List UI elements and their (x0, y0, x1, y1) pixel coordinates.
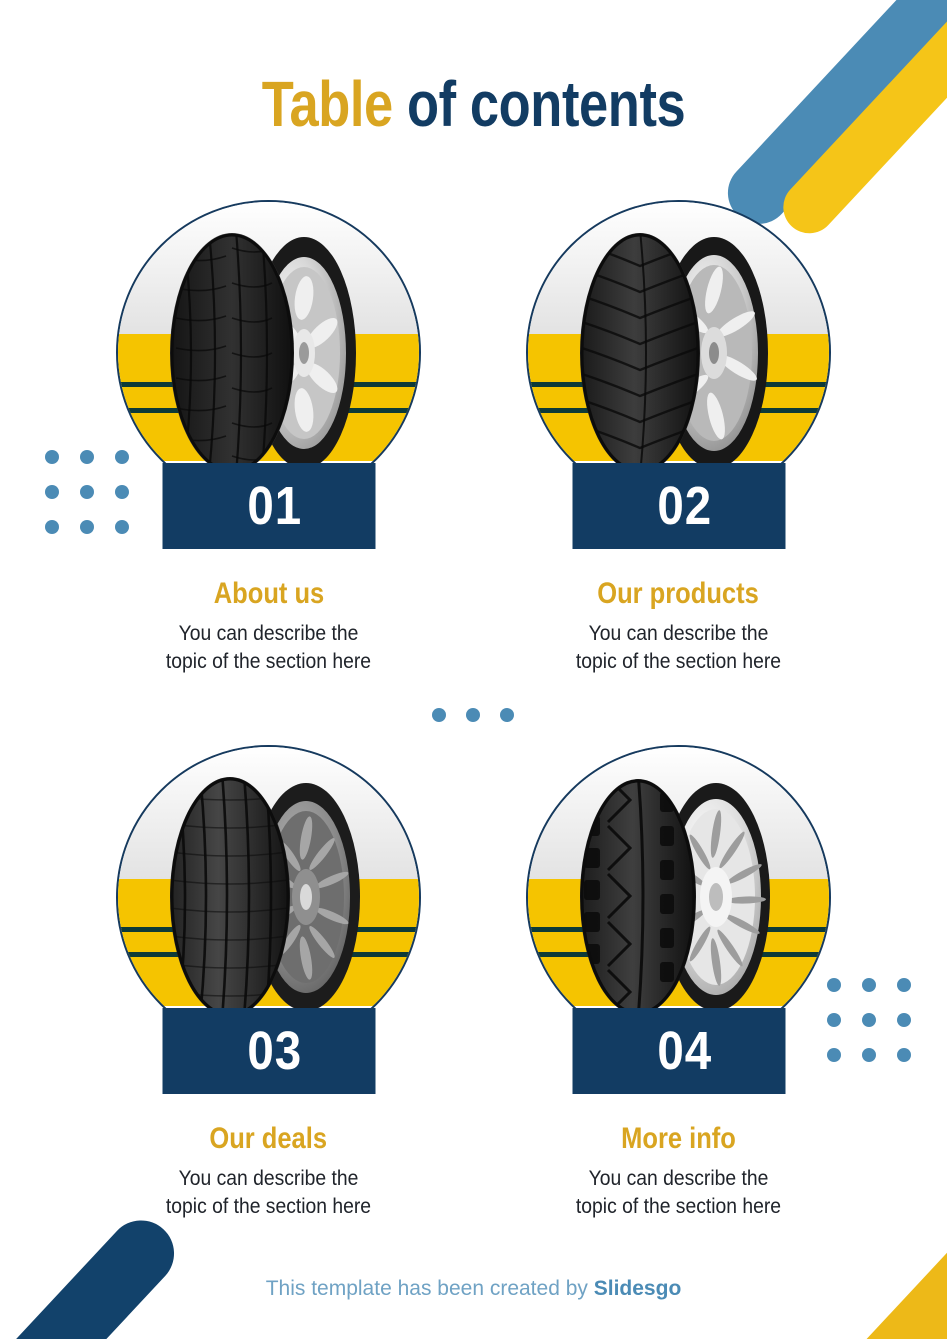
dot (500, 708, 514, 722)
section-circle (116, 200, 421, 505)
section-badge-03: 03 (116, 744, 421, 1094)
section-body-line1: You can describe the (178, 622, 359, 645)
section-heading: Our deals (209, 1121, 328, 1155)
section-body-line1: You can describe the (588, 622, 769, 645)
dot (45, 450, 59, 464)
section-circle (526, 200, 831, 505)
dot (45, 520, 59, 534)
dot (862, 1048, 876, 1062)
section-body: You can describe the topic of the sectio… (576, 1165, 781, 1222)
tire-photo-block-tread-icon (579, 779, 770, 1016)
dot (432, 708, 446, 722)
section-body-line2: topic of the section here (165, 650, 372, 674)
page-title-part2: of contents (407, 68, 686, 140)
section-body-line1: You can describe the (588, 1166, 769, 1190)
sections-row-bottom: 03 Our deals You can describe the topic … (0, 744, 947, 1222)
dot (827, 1013, 841, 1027)
footer-brand-link[interactable]: Slidesgo (593, 1277, 682, 1300)
section-circle (526, 744, 831, 1050)
dot (862, 1013, 876, 1027)
section-number: 04 (657, 1020, 712, 1081)
section-number-box: 02 (572, 463, 785, 549)
section-number-box: 03 (162, 1007, 375, 1094)
tire-photo-directional-tread-icon (579, 232, 768, 473)
section-heading: Our products (597, 577, 760, 610)
dot (827, 1048, 841, 1062)
section-body: You can describe the topic of the sectio… (166, 1165, 371, 1222)
rounded-bar-bottom-left-navy (0, 1206, 188, 1339)
section-badge-04: 04 (526, 744, 831, 1094)
section-body-line2: topic of the section here (575, 650, 782, 674)
section-body-line2: topic of the section here (575, 1195, 782, 1219)
section-heading: More info (621, 1121, 736, 1155)
dot (80, 520, 94, 534)
section-number: 02 (657, 476, 712, 536)
section-number-box: 04 (572, 1007, 785, 1094)
page-title: Table of contents (85, 72, 862, 136)
dot (80, 485, 94, 499)
section-badge-01: 01 (116, 200, 421, 549)
section-item-04[interactable]: 04 More info You can describe the topic … (514, 744, 844, 1222)
dot (897, 978, 911, 992)
footer-credit: This template has been created by Slides… (0, 1277, 947, 1301)
section-body: You can describe the topic of the sectio… (166, 620, 371, 677)
dot (862, 978, 876, 992)
footer-text: This template has been created by (265, 1277, 588, 1300)
tire-photo-rib-tread-icon (169, 777, 360, 1018)
dot (897, 1013, 911, 1027)
section-circle (116, 744, 421, 1050)
dot-grid-right-icon (827, 978, 911, 1062)
section-number: 03 (247, 1020, 302, 1081)
page-title-part1: Table (261, 68, 394, 140)
section-body-line1: You can describe the (178, 1166, 359, 1190)
dot (897, 1048, 911, 1062)
dot (80, 450, 94, 464)
section-item-01[interactable]: 01 About us You can describe the topic o… (104, 200, 434, 677)
dot (45, 485, 59, 499)
section-number-box: 01 (162, 463, 375, 549)
section-badge-02: 02 (526, 200, 831, 549)
dot (115, 520, 129, 534)
section-item-02[interactable]: 02 Our products You can describe the top… (514, 200, 844, 677)
dot (827, 978, 841, 992)
section-heading: About us (213, 577, 324, 610)
section-item-03[interactable]: 03 Our deals You can describe the topic … (104, 744, 434, 1222)
section-body: You can describe the topic of the sectio… (576, 620, 781, 677)
dot-row-center-icon (432, 708, 514, 722)
sections-row-top: 01 About us You can describe the topic o… (0, 200, 947, 677)
sections-grid: 01 About us You can describe the topic o… (0, 200, 947, 1221)
section-body-line2: topic of the section here (165, 1195, 372, 1219)
tire-photo-asymmetric-tread-icon (169, 232, 356, 473)
section-number: 01 (247, 476, 302, 536)
dot (466, 708, 480, 722)
